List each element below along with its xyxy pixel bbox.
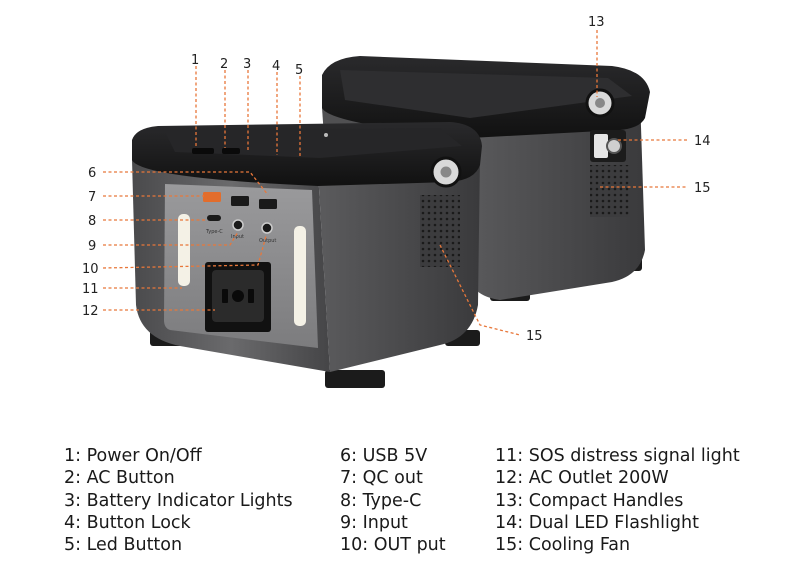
legend-item: 12: AC Outlet 200W — [495, 468, 669, 489]
legend-item: 13: Compact Handles — [495, 490, 684, 511]
sos-light-left-icon — [178, 214, 190, 286]
legend-item: 8: Type-C — [340, 490, 422, 511]
legend-item: 2: AC Button — [64, 468, 175, 489]
legend-item: 1: Power On/Off — [64, 446, 202, 466]
sos-light-right-icon — [294, 226, 306, 326]
legend-item: 9: Input — [340, 512, 408, 533]
callout-7: 7 — [88, 190, 96, 205]
callout-12: 12 — [82, 304, 99, 319]
legend-column-3: 11: SOS distress signal light 12: AC Out… — [495, 445, 740, 556]
type-c-label: Type-C — [205, 229, 223, 235]
rear-handle-icon — [585, 88, 615, 118]
callout-numbers: 1 2 3 4 5 6 7 8 9 10 11 12 13 14 15 15 — [82, 15, 711, 344]
front-handle-icon — [430, 156, 462, 188]
callout-4: 4 — [272, 59, 280, 74]
front-vent-icon — [420, 195, 460, 267]
legend-item: 11: SOS distress signal light — [495, 446, 740, 466]
ac-button-icon — [222, 148, 240, 154]
callout-15a: 15 — [694, 181, 711, 196]
callout-15b: 15 — [526, 329, 543, 344]
callout-9: 9 — [88, 239, 96, 254]
ac-outlet-icon — [205, 262, 271, 332]
input-label: Input — [231, 234, 244, 240]
legend-column-1: 1: Power On/Off 2: AC Button 3: Battery … — [64, 445, 293, 556]
power-button-icon — [192, 148, 214, 154]
callout-5: 5 — [295, 63, 303, 78]
leader-lines — [102, 30, 688, 336]
flashlight-icon — [590, 130, 626, 162]
legend-item: 7: QC out — [340, 468, 423, 489]
type-c-port-icon — [207, 215, 221, 221]
legend-item: 10: OUT put — [340, 535, 446, 556]
output-label: Output — [259, 238, 276, 244]
callout-8: 8 — [88, 214, 96, 229]
output-jack-icon — [261, 222, 273, 234]
callout-1: 1 — [191, 53, 199, 68]
legend-item: 3: Battery Indicator Lights — [64, 490, 293, 511]
qc-port-icon — [203, 192, 221, 202]
callout-3: 3 — [243, 57, 251, 72]
legend-column-2: 6: USB 5V 7: QC out 8: Type-C 9: Input 1… — [340, 445, 446, 556]
legend-item: 4: Button Lock — [64, 512, 191, 533]
usb-port-1-icon — [231, 196, 249, 206]
front-unit: Type-C Input Output — [132, 122, 482, 388]
usb-port-2-icon — [259, 199, 277, 209]
legend-item: 6: USB 5V — [340, 446, 428, 466]
callout-11: 11 — [82, 282, 99, 297]
legend-item: 14: Dual LED Flashlight — [495, 512, 699, 533]
legend-item: 15: Cooling Fan — [495, 535, 631, 556]
callout-13: 13 — [588, 15, 605, 30]
callout-2: 2 — [220, 57, 228, 72]
callout-6: 6 — [88, 166, 96, 181]
rear-vent-icon — [590, 165, 630, 217]
legend-item: 5: Led Button — [64, 535, 183, 556]
callout-14: 14 — [694, 134, 711, 149]
callout-10: 10 — [82, 262, 99, 277]
input-jack-icon — [232, 219, 244, 231]
